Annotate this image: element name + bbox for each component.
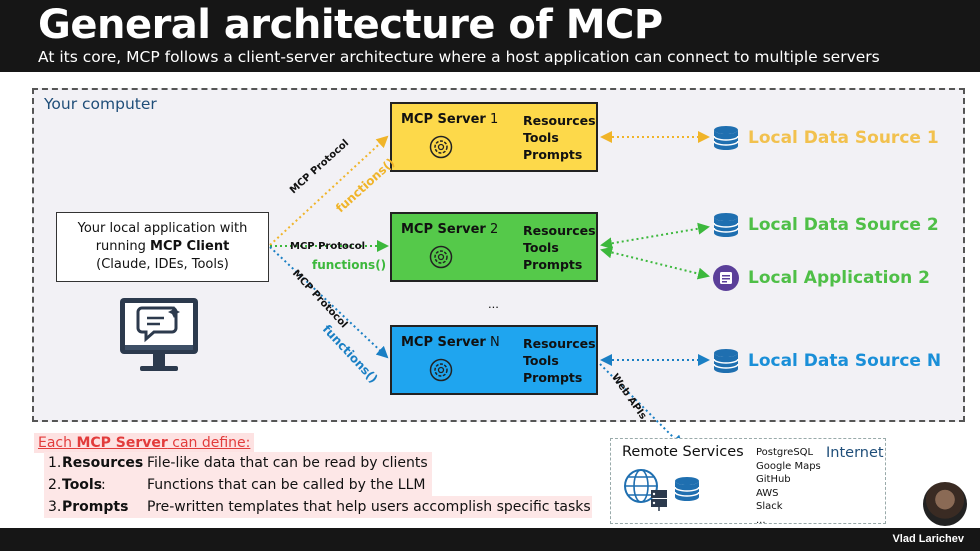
capability-term: Tools (62, 477, 103, 493)
server-n-tools: Tools (523, 353, 559, 368)
server-1-name: MCP Server 1 (401, 112, 498, 127)
capabilities-title: Each MCP Server can define: (34, 433, 255, 453)
capability-prompts: 3. Prompts : Pre-written templates that … (44, 496, 592, 518)
gear-icon (429, 135, 453, 159)
server-2-name: MCP Server 2 (401, 222, 498, 237)
more-servers-ellipsis: ... (488, 296, 499, 311)
capability-description: File-like data that can be read by clien… (147, 455, 428, 471)
capability-term: Prompts (62, 499, 129, 515)
link-client-serverN (269, 246, 389, 359)
database-icon (713, 213, 739, 237)
footer-bar: Vlad Larichev (0, 528, 980, 551)
server-2-resources: Resources (523, 223, 596, 238)
client-line-1: Your local application with (77, 221, 248, 236)
page-subtitle: At its core, MCP follows a client-server… (38, 48, 880, 66)
client-line-2-bold: MCP Client (150, 239, 230, 254)
database-icon (713, 349, 739, 373)
server-2-number: 2 (485, 222, 499, 237)
local-data-source-n: Local Data Source N (712, 347, 941, 375)
capability-number: 3. (48, 499, 62, 515)
database-icon (674, 477, 700, 501)
server-2-name-bold: MCP Server (401, 222, 486, 237)
server-1-prompts: Prompts (523, 147, 583, 162)
local-application-2: Local Application 2 (712, 264, 930, 292)
link-client-server1 (269, 135, 389, 246)
mcp-server-n: MCP Server N Resources Tools Prompts (390, 325, 598, 395)
capability-term: Resources (62, 455, 144, 471)
capability-number: 2. (48, 477, 62, 493)
capability-separator: : (136, 455, 141, 471)
avatar (923, 482, 967, 526)
local-application-box: Your local application with running MCP … (56, 212, 269, 282)
server-n-name-bold: MCP Server (401, 335, 486, 350)
client-line-2: running MCP Client (57, 238, 268, 256)
client-line-3: (Claude, IDEs, Tools) (96, 257, 229, 272)
capability-description: Functions that can be called by the LLM (147, 477, 426, 493)
server-1-number: 1 (485, 112, 499, 127)
capability-description: Pre-written templates that help users ac… (147, 499, 591, 515)
local-data-source-n-label: Local Data Source N (748, 351, 942, 371)
remote-services-list: PostgreSQL Google Maps GitHub AWS Slack … (756, 446, 821, 527)
service-aws: AWS (756, 487, 779, 499)
client-line-2-prefix: running (95, 239, 151, 254)
internet-label: Internet (826, 445, 884, 461)
server-2-prompts: Prompts (523, 257, 583, 272)
local-data-source-2-label: Local Data Source 2 (748, 215, 939, 235)
server-1-resources: Resources (523, 113, 596, 128)
service-slack: Slack (756, 501, 783, 512)
service-google-maps: Google Maps (756, 460, 821, 472)
capability-separator: : (101, 477, 106, 493)
capability-tools: 2. Tools : Functions that can be called … (44, 474, 432, 496)
service-more: ... (756, 514, 766, 526)
server-n-capabilities: Resources Tools Prompts (523, 335, 596, 386)
service-postgresql: PostgreSQL (756, 447, 814, 458)
link-serverN-remote (599, 363, 684, 448)
database-icon (713, 126, 739, 150)
author-name: Vlad Larichev (892, 533, 964, 545)
gear-icon (429, 358, 453, 382)
remote-services-title: Remote Services (622, 444, 744, 460)
server-n-name: MCP Server N (401, 335, 500, 350)
server-1-name-bold: MCP Server (401, 112, 486, 127)
server-2-capabilities: Resources Tools Prompts (523, 222, 596, 273)
link-server2-ds2 (600, 222, 710, 250)
local-data-source-2: Local Data Source 2 (712, 211, 939, 239)
protocol-label-2: MCP Protocol (290, 241, 366, 252)
capabilities-title-bold: MCP Server (76, 435, 168, 451)
server-2-tools: Tools (523, 240, 559, 255)
link-server2-app2 (600, 246, 710, 280)
capabilities-title-suffix: can define: (167, 435, 251, 451)
capability-separator: : (123, 499, 128, 515)
server-n-resources: Resources (523, 336, 596, 351)
capability-number: 1. (48, 455, 62, 471)
local-data-source-1: Local Data Source 1 (712, 124, 939, 152)
app-icon (713, 265, 739, 291)
local-data-source-1-label: Local Data Source 1 (748, 128, 939, 148)
header-bar (0, 0, 980, 72)
server-1-capabilities: Resources Tools Prompts (523, 112, 596, 163)
your-computer-label: Your computer (44, 95, 157, 113)
server-n-prompts: Prompts (523, 370, 583, 385)
server-1-tools: Tools (523, 130, 559, 145)
capability-resources: 1. Resources : File-like data that can b… (44, 452, 432, 474)
chat-monitor-icon (120, 298, 198, 371)
server-n-number: N (485, 335, 500, 350)
local-application-2-label: Local Application 2 (748, 268, 930, 288)
mcp-server-2: MCP Server 2 Resources Tools Prompts (390, 212, 598, 282)
functions-label-2: functions() (312, 258, 387, 272)
page-title: General architecture of MCP (38, 2, 663, 48)
mcp-server-1: MCP Server 1 Resources Tools Prompts (390, 102, 598, 172)
service-github: GitHub (756, 474, 791, 485)
globe-server-icon (624, 469, 667, 511)
capabilities-title-prefix: Each (38, 435, 77, 451)
gear-icon (429, 245, 453, 269)
